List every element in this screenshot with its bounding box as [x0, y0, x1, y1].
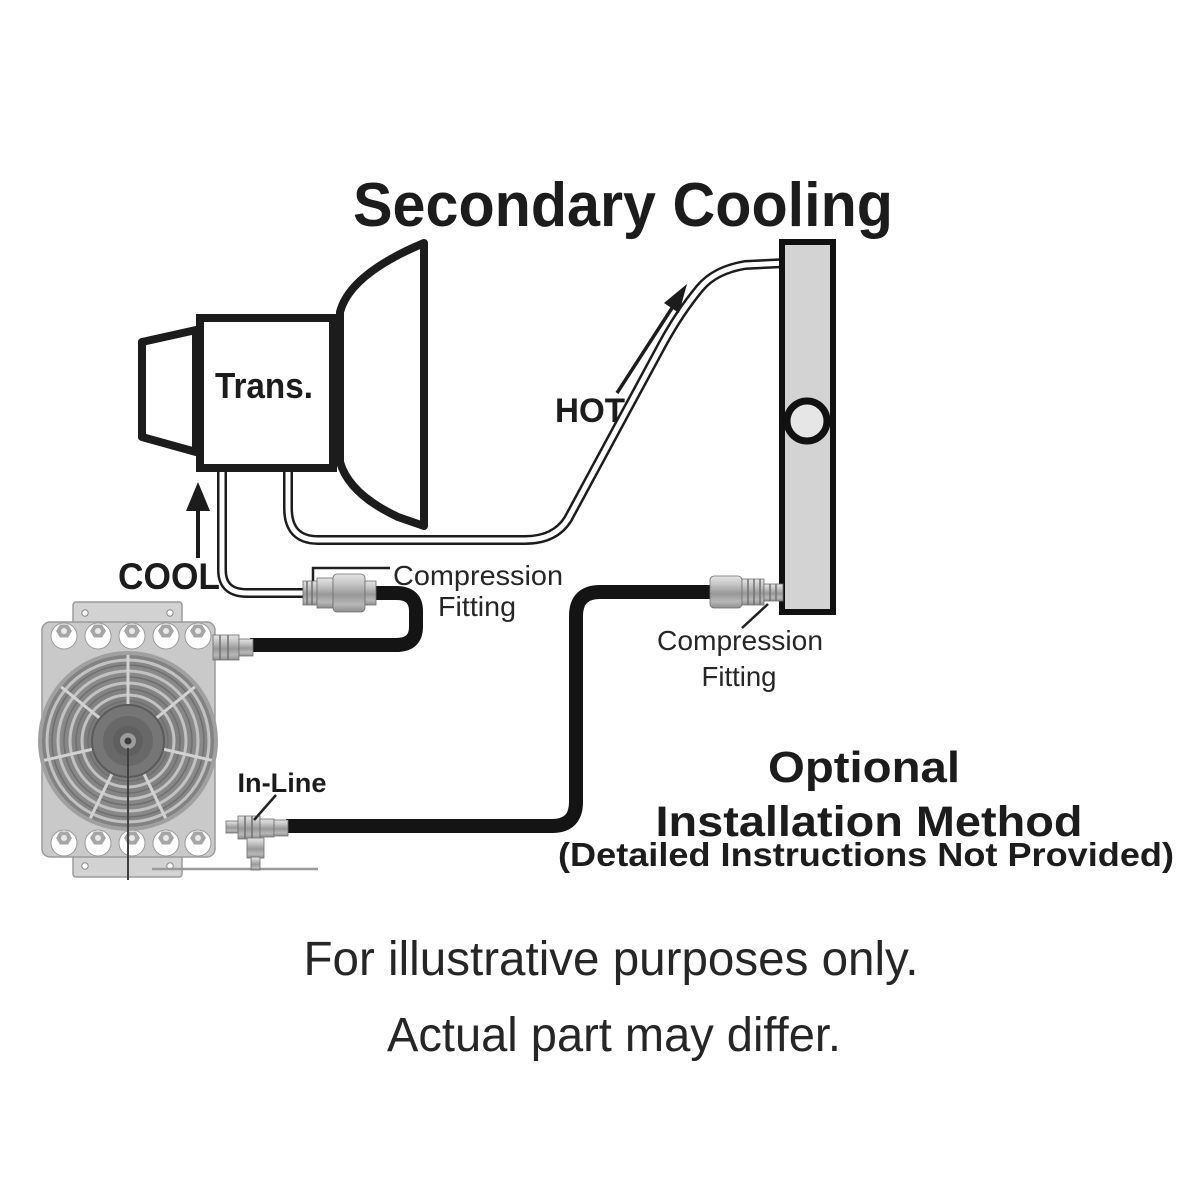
cool-flow-arrow: [186, 482, 210, 558]
optional-line1: Optional: [768, 743, 960, 792]
bell-housing: [336, 239, 428, 530]
disclaimer-line2: Actual part may differ.: [387, 1009, 841, 1062]
leader-inline: [253, 794, 277, 821]
compression-fitting-left: [302, 573, 377, 613]
hot-line-tube: [283, 258, 787, 545]
diagram-title: Secondary Cooling: [353, 171, 893, 240]
compression-fitting-right-label: Compression Fitting: [657, 625, 823, 692]
trans-label: Trans.: [215, 365, 313, 406]
optional-line3: (Detailed Instructions Not Provided): [558, 836, 1174, 873]
cooler-outlet-fitting: [212, 634, 254, 661]
inline-fitting: [225, 815, 289, 871]
cool-return-hose: [250, 586, 423, 652]
optional-line2: Installation Method: [656, 798, 1083, 846]
leader-lines: [253, 566, 769, 821]
cooler-unit: [38, 601, 318, 880]
compression-left-line2: Fitting: [438, 591, 516, 622]
tail-housing: [138, 326, 200, 456]
hot-label: HOT: [555, 392, 625, 430]
compression-fitting-left-label: Compression Fitting: [393, 560, 563, 622]
compression-left-line1: Compression: [393, 560, 563, 591]
leader-compression-left: [311, 566, 390, 581]
radiator-tank: [779, 239, 836, 615]
hot-flow-arrow: [615, 284, 687, 394]
disclaimer-note: For illustrative purposes only. Actual p…: [304, 933, 919, 1062]
disclaimer-line1: For illustrative purposes only.: [304, 933, 919, 986]
radiator-filler-hole: [783, 397, 831, 445]
compression-right-line1: Compression: [657, 625, 823, 656]
inline-label: In-Line: [238, 768, 327, 798]
compression-fitting-right: [709, 575, 784, 609]
cool-line-tube: [217, 464, 308, 598]
optional-feed-hose: [286, 585, 714, 833]
optional-method-note: Optional Installation Method (Detailed I…: [558, 743, 1174, 873]
leader-compression-right: [741, 603, 769, 629]
compression-right-line2: Fitting: [702, 661, 777, 692]
transmission-box: [196, 314, 337, 472]
cool-label: COOL: [118, 556, 220, 597]
